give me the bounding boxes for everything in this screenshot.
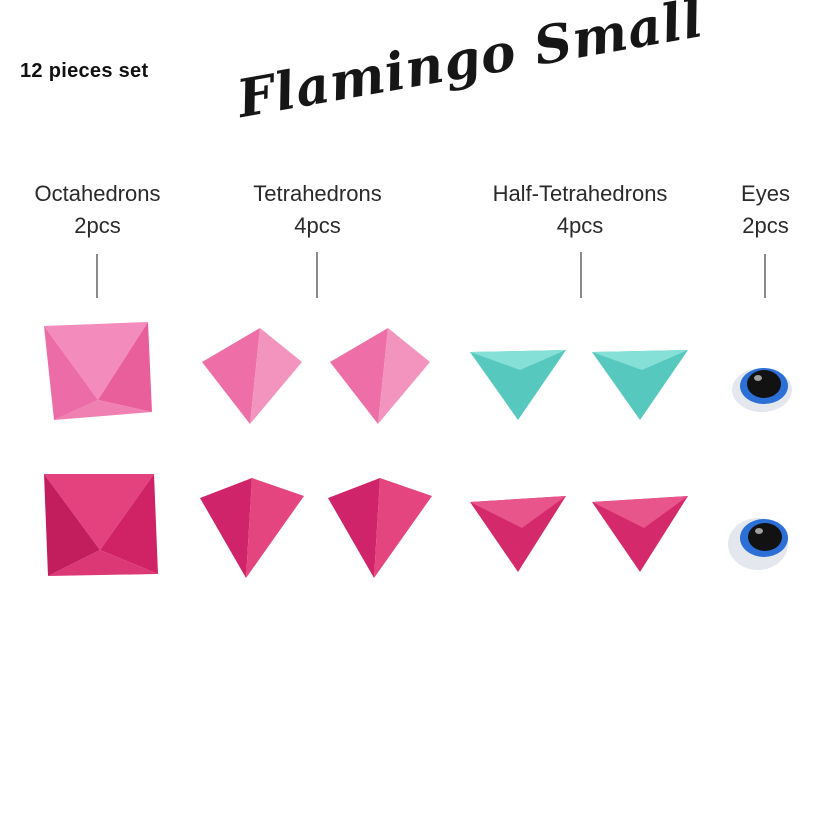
eye xyxy=(732,364,796,412)
half-tetrahedron-turquoise xyxy=(592,348,688,420)
group-label-half-tetrahedrons: Half-Tetrahedrons 4pcs xyxy=(465,178,695,242)
divider-tick xyxy=(96,254,98,298)
group-count: 4pcs xyxy=(294,213,341,238)
octahedron-light-pink xyxy=(40,320,152,424)
group-count: 4pcs xyxy=(556,213,604,238)
half-tetrahedron-dark-pink xyxy=(470,494,568,572)
group-count: 2pcs xyxy=(742,213,789,238)
divider-tick xyxy=(764,254,766,298)
half-tetrahedron-dark-pink xyxy=(592,494,690,572)
group-name: Octahedrons xyxy=(34,181,161,206)
group-name: Half-Tetrahedrons xyxy=(492,181,668,206)
tetrahedron-light-pink xyxy=(330,328,430,424)
tetrahedron-dark-pink xyxy=(328,478,432,578)
group-label-octahedrons: Octahedrons 2pcs xyxy=(15,178,180,242)
tetrahedron-dark-pink xyxy=(200,478,304,578)
group-name: Eyes xyxy=(741,181,790,206)
group-label-tetrahedrons: Tetrahedrons 4pcs xyxy=(230,178,405,242)
group-name: Tetrahedrons xyxy=(253,181,382,206)
octahedron-dark-pink xyxy=(40,470,160,578)
product-title: Flamingo Small xyxy=(232,0,709,131)
group-label-eyes: Eyes 2pcs xyxy=(728,178,803,242)
set-count-label: 12 pieces set xyxy=(20,60,149,82)
group-count: 2pcs xyxy=(74,213,121,238)
divider-tick xyxy=(580,252,582,298)
divider-tick xyxy=(316,252,318,298)
tetrahedron-light-pink xyxy=(202,328,302,424)
half-tetrahedron-turquoise xyxy=(470,348,566,420)
eye xyxy=(728,516,794,570)
